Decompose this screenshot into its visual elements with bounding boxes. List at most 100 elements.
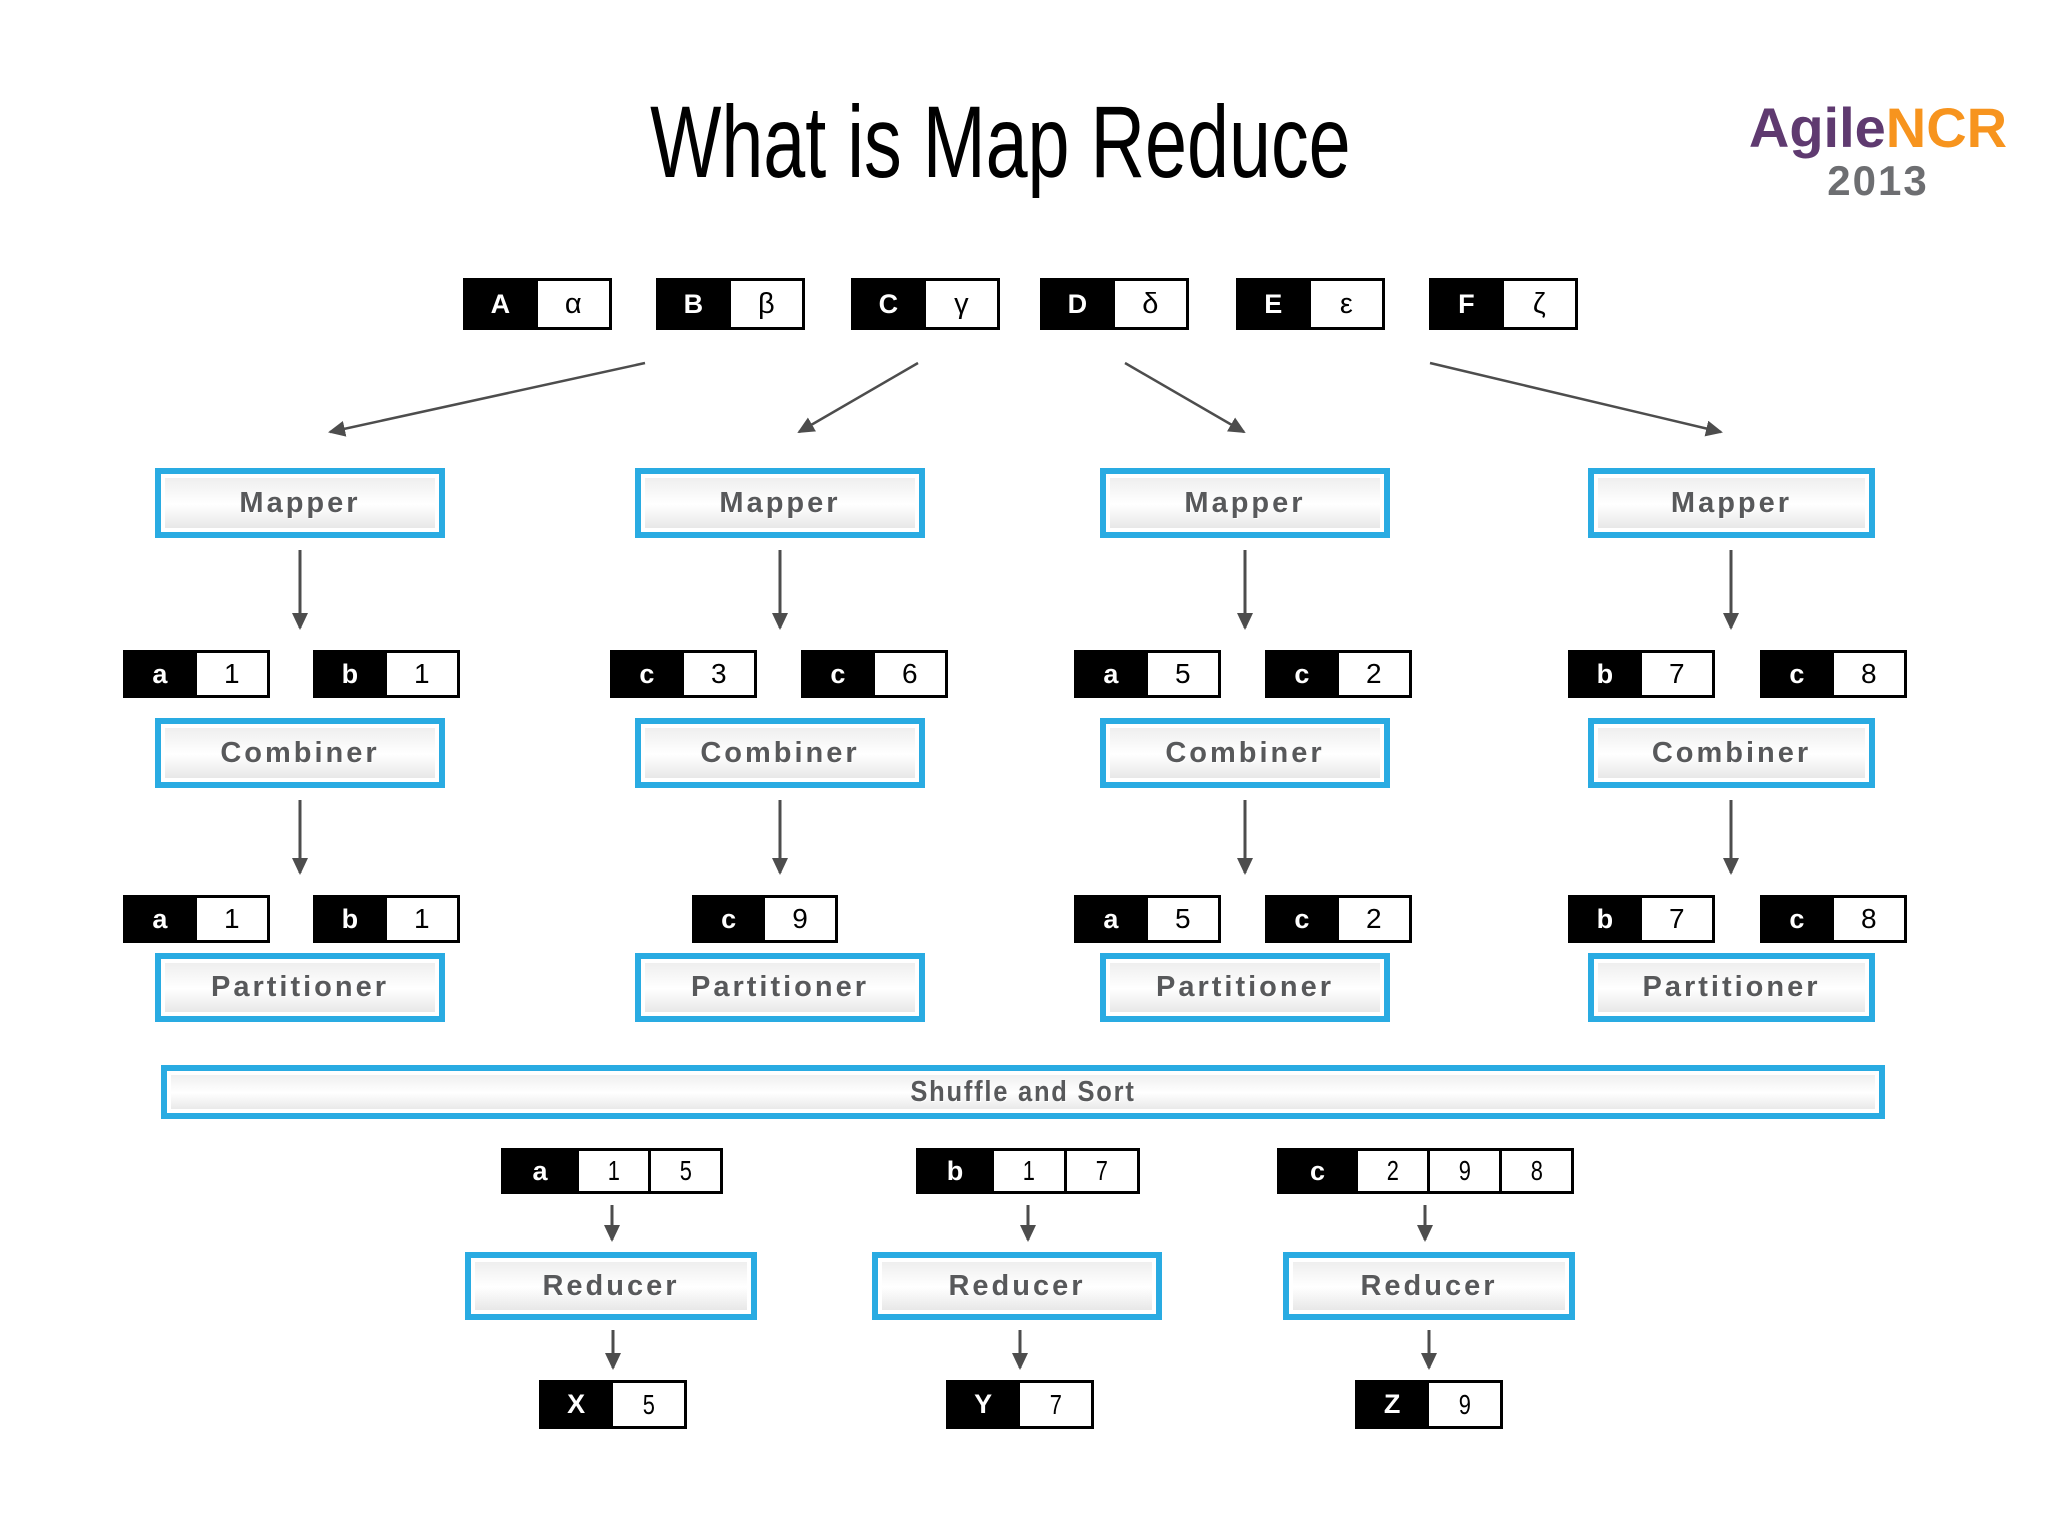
input-pair: C γ [851, 278, 1000, 330]
reducer-box-1: Reducer [465, 1252, 757, 1320]
map-output-pair: c 3 [610, 650, 757, 698]
kv-value-cell: 9 [1427, 1151, 1499, 1191]
combine-output-pair: b 1 [313, 895, 460, 943]
kv-key-cell: D [1043, 281, 1112, 327]
kv-key-cell: b [316, 653, 384, 695]
partitioner-label: Partitioner [1642, 971, 1821, 1003]
partitioner-label: Partitioner [690, 971, 870, 1003]
map-output-pair: a 1 [123, 650, 270, 698]
kv-value-text: 5 [679, 1155, 692, 1186]
combiner-label: Combiner [1165, 736, 1325, 769]
kv-key-cell: Y [949, 1383, 1018, 1426]
kv-key-cell: c [1268, 898, 1336, 940]
partitioner-label: Partitioner [210, 971, 390, 1003]
combine-output-pair: b 7 [1568, 895, 1715, 943]
combiner-box-4: Combiner [1588, 718, 1875, 788]
kv-value-cell: 7 [1638, 653, 1712, 695]
kv-value-cell: 1 [576, 1151, 648, 1191]
partitioner-box-3: Partitioner [1100, 953, 1390, 1022]
agilencr-logo-brand: AgileNCR [1738, 100, 2018, 156]
kv-value-cell: 1 [193, 653, 267, 695]
kv-key-cell: c [1763, 653, 1831, 695]
combine-output-pair: a 5 [1074, 895, 1221, 943]
kv-value-text: 5 [642, 1388, 655, 1420]
kv-value-cell: β [727, 281, 802, 327]
kv-value-cell: 1 [383, 898, 457, 940]
mapper-label: Mapper [719, 486, 841, 519]
combiner-label: Combiner [1651, 736, 1812, 769]
map-output-pair: c 6 [801, 650, 948, 698]
final-output-pair-x: X 5 [539, 1380, 687, 1429]
kv-value-cell: 5 [648, 1151, 720, 1191]
group-list-c: c 2 9 8 [1277, 1148, 1574, 1194]
reducer-label: Reducer [542, 1269, 680, 1302]
kv-value-cell: γ [922, 281, 997, 327]
kv-value-cell: 1 [383, 653, 457, 695]
mapper-label: Mapper [239, 486, 361, 519]
kv-key-cell: A [466, 281, 535, 327]
kv-key-cell: b [1571, 898, 1639, 940]
kv-key-cell: a [126, 898, 194, 940]
mapper-label: Mapper [1670, 486, 1793, 519]
combiner-label: Combiner [220, 736, 380, 769]
kv-value-cell: 9 [762, 898, 835, 940]
combine-output-pair: a 1 [123, 895, 270, 943]
logo-year-text: 2013 [1827, 157, 1929, 204]
mapper-box-2: Mapper [635, 468, 925, 538]
kv-value-cell: ζ [1500, 281, 1575, 327]
arrow-input-to-mapper-1 [328, 361, 646, 437]
kv-key-cell: c [1268, 653, 1336, 695]
map-output-pair: c 8 [1760, 650, 1907, 698]
input-pair: F ζ [1429, 278, 1578, 330]
kv-value-cell: 7 [1638, 898, 1712, 940]
kv-value-cell: 5 [1144, 653, 1218, 695]
kv-value-cell: 2 [1335, 898, 1409, 940]
kv-value-text: 7 [1049, 1388, 1062, 1420]
combine-output-pair: c 8 [1760, 895, 1907, 943]
kv-value-cell: 5 [1144, 898, 1218, 940]
shuffle-and-sort-label: Shuffle and Sort [910, 1075, 1136, 1108]
partitioner-label: Partitioner [1155, 971, 1335, 1003]
logo-agile-text: Agile [1748, 96, 1886, 159]
input-pair: D δ [1040, 278, 1189, 330]
kv-key-cell: c [613, 653, 681, 695]
kv-key-cell: a [1077, 653, 1145, 695]
kv-value-text: 8 [1530, 1155, 1543, 1186]
kv-key-cell: b [919, 1151, 991, 1191]
kv-value-cell: 2 [1335, 653, 1409, 695]
kv-key-cell: B [659, 281, 728, 327]
kv-value-cell: α [534, 281, 609, 327]
arrow-input-to-mapper-4 [1429, 361, 1723, 437]
arrow-input-to-mapper-3 [1124, 361, 1246, 434]
combiner-box-1: Combiner [155, 718, 445, 788]
mapper-box-1: Mapper [155, 468, 445, 538]
kv-key-cell: a [126, 653, 194, 695]
arrow-input-to-mapper-2 [797, 361, 919, 434]
kv-key-cell: c [804, 653, 872, 695]
kv-value-cell: 8 [1830, 653, 1904, 695]
reducer-box-3: Reducer [1283, 1252, 1575, 1320]
final-output-pair-y: Y 7 [946, 1380, 1094, 1429]
agilencr-logo: AgileNCR 2013 [1738, 100, 2018, 220]
kv-key-cell: c [1280, 1151, 1355, 1191]
kv-value-text: 2 [1386, 1155, 1399, 1186]
kv-value-text: 9 [1458, 1155, 1471, 1186]
partitioner-box-4: Partitioner [1588, 953, 1875, 1022]
kv-value-cell: 9 [1426, 1383, 1500, 1426]
kv-key-cell: a [504, 1151, 576, 1191]
kv-key-cell: C [854, 281, 923, 327]
kv-value-cell: 7 [1064, 1151, 1137, 1191]
page-title: What is Map Reduce [300, 84, 1700, 214]
reducer-box-2: Reducer [872, 1252, 1162, 1320]
partitioner-box-2: Partitioner [635, 953, 925, 1022]
kv-key-cell: c [1763, 898, 1831, 940]
kv-key-cell: b [1571, 653, 1639, 695]
kv-key-cell: a [1077, 898, 1145, 940]
combiner-box-3: Combiner [1100, 718, 1390, 788]
kv-value-cell: 8 [1499, 1151, 1571, 1191]
kv-value-cell: 1 [991, 1151, 1064, 1191]
kv-value-text: 1 [1022, 1155, 1036, 1186]
group-list-b: b 1 7 [916, 1148, 1140, 1194]
group-list-a: a 1 5 [501, 1148, 723, 1194]
combine-output-pair: c 9 [692, 895, 838, 943]
